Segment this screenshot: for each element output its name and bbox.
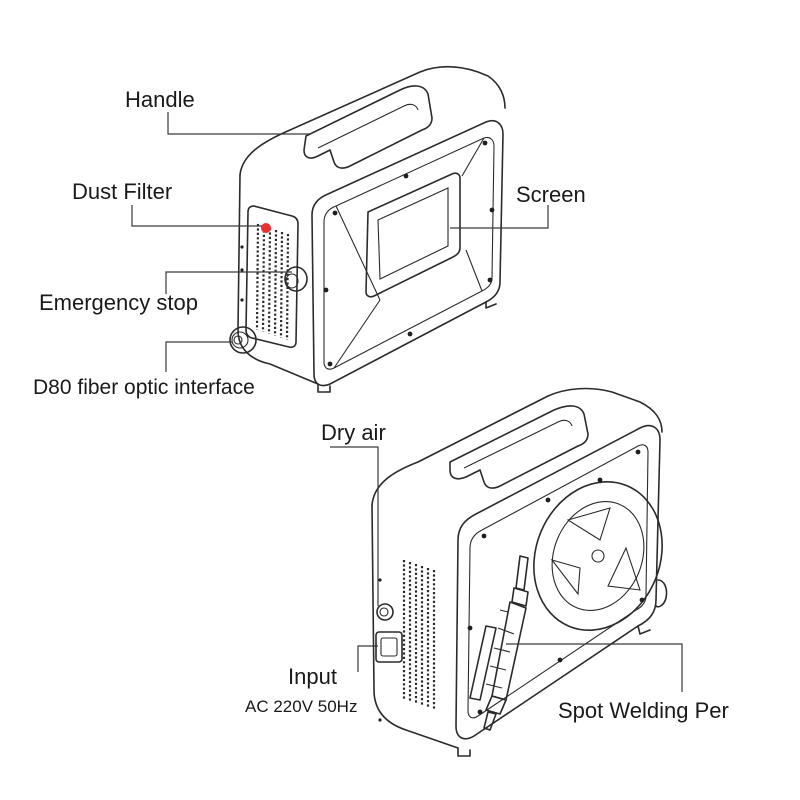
dust-filter-panel [245, 205, 299, 349]
bottom-side-vents [402, 560, 436, 710]
top-body-side [239, 65, 506, 176]
top-front-face [311, 119, 504, 387]
top-handle [303, 85, 433, 169]
leader-dry-air [330, 446, 379, 606]
power-input-socket [375, 631, 403, 663]
bottom-side-knob [655, 579, 668, 608]
leader-spot-welding [506, 643, 683, 692]
dry-air-port [376, 603, 394, 621]
label-spot-welding: Spot Welding Per [558, 698, 729, 723]
leader-handle [167, 112, 310, 135]
label-input-spec: AC 220V 50Hz [245, 697, 357, 716]
fiber-interface-port [229, 326, 257, 354]
bottom-body-top [371, 387, 663, 506]
label-dry-air: Dry air [321, 420, 386, 445]
dust-filter-vents [255, 223, 290, 341]
bottom-handle [449, 405, 589, 489]
top-screen-display [377, 187, 449, 280]
bottom-front-face [455, 424, 661, 740]
label-handle: Handle [125, 87, 195, 112]
top-front-inner [323, 136, 495, 370]
leader-input [357, 645, 378, 672]
emergency-stop-button [284, 266, 308, 292]
fan-wheel [533, 481, 663, 631]
leader-lines [131, 112, 683, 692]
label-fiber-interface: D80 fiber optic interface [33, 376, 255, 399]
label-input: Input [288, 664, 337, 689]
top-screen-frame [365, 172, 461, 298]
spot-welding-gun [469, 555, 529, 731]
leader-screen [450, 205, 549, 229]
bottom-machine [371, 387, 668, 757]
bottom-handle-inner [463, 419, 573, 469]
label-screen: Screen [516, 182, 586, 207]
indicator-red [261, 223, 271, 233]
top-bevel-lines [333, 137, 485, 369]
leader-dust-filter [131, 205, 262, 227]
labels: Handle Dust Filter Screen Emergency stop… [33, 87, 729, 723]
top-handle-inner [317, 103, 419, 149]
bottom-feet [457, 625, 651, 757]
top-feet [317, 301, 497, 393]
label-dust-filter: Dust Filter [72, 179, 172, 204]
label-emergency-stop: Emergency stop [39, 290, 198, 315]
top-machine [229, 65, 506, 393]
leader-fiber [165, 341, 232, 372]
bottom-body-left-edge [371, 504, 459, 749]
leader-emergency-stop [165, 271, 292, 294]
